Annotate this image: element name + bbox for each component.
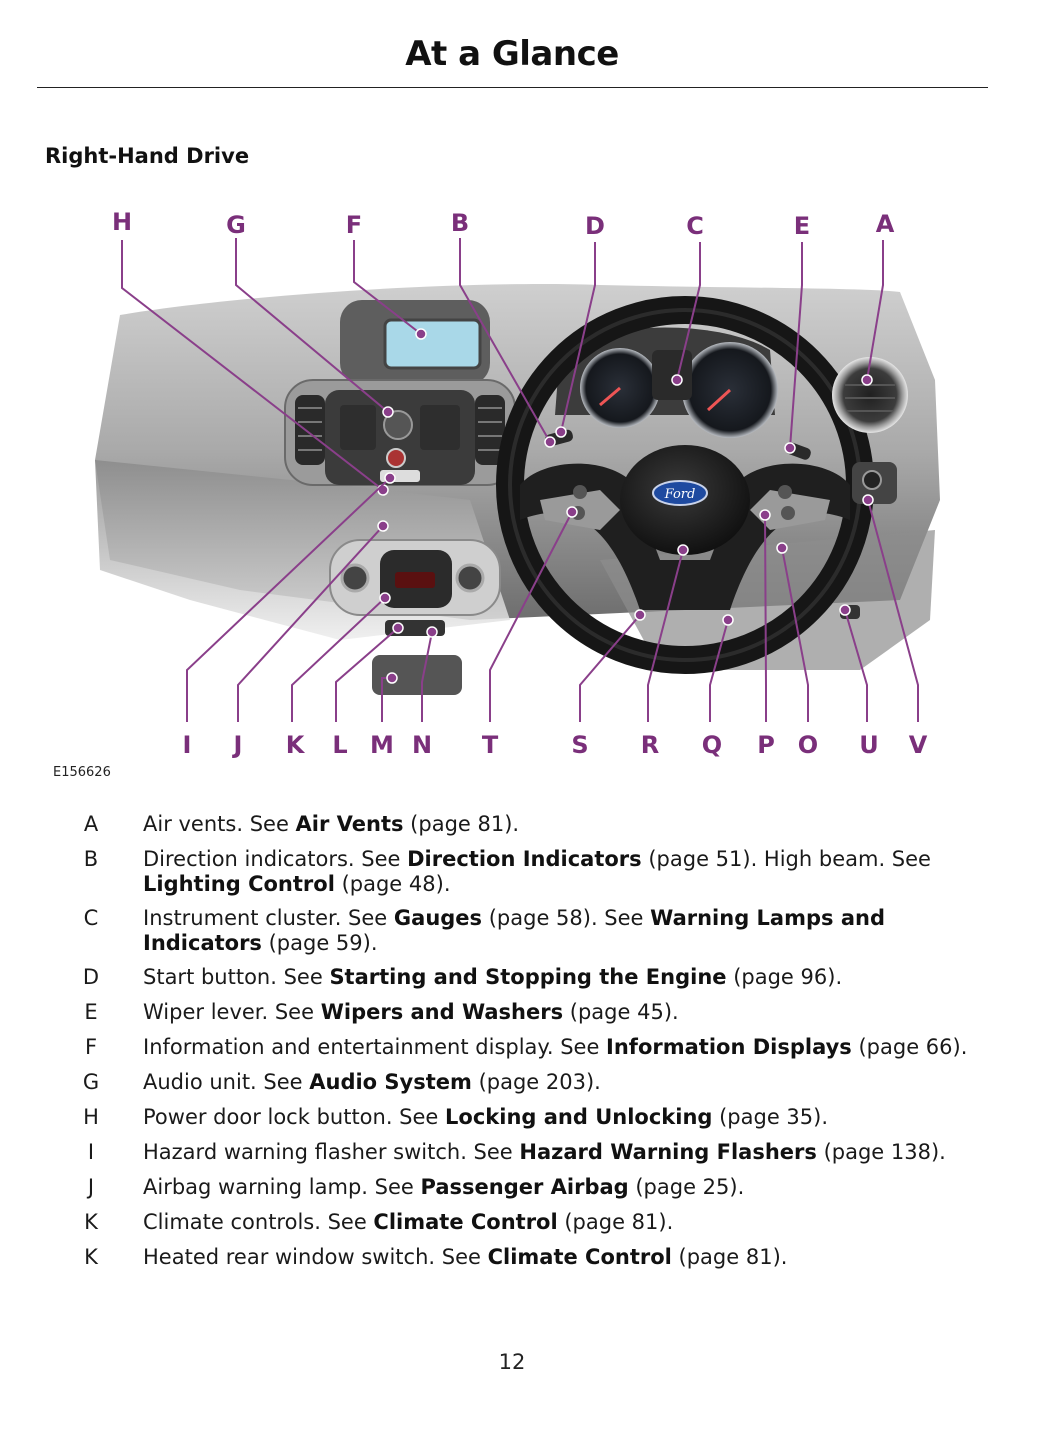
legend-letter: K <box>78 1210 104 1235</box>
callout-C: C <box>686 212 704 240</box>
cross-reference-link[interactable]: Information Displays <box>606 1035 852 1059</box>
cross-reference-link[interactable]: Climate Control <box>373 1210 557 1234</box>
legend-letter: B <box>78 847 104 872</box>
legend-letter: C <box>78 906 104 931</box>
description-text: Airbag warning lamp. See <box>143 1175 421 1199</box>
dashboard-svg: Ford <box>40 200 1000 760</box>
callout-N: N <box>412 731 432 759</box>
description-text: (page 138). <box>817 1140 946 1164</box>
cross-reference-link[interactable]: Lighting Control <box>143 872 335 896</box>
legend-description: Power door lock button. See Locking and … <box>143 1105 1003 1130</box>
legend-letter: F <box>78 1035 104 1060</box>
callout-I: I <box>183 731 192 759</box>
cross-reference-link[interactable]: Starting and Stopping the Engine <box>329 965 726 989</box>
ford-logo-text: Ford <box>664 487 696 502</box>
description-text: (page 96). <box>727 965 843 989</box>
legend-letter: G <box>78 1070 104 1095</box>
description-text: Wiper lever. See <box>143 1000 321 1024</box>
legend-letter: J <box>78 1175 104 1200</box>
callout-G: G <box>226 211 246 239</box>
callout-P: P <box>757 731 775 759</box>
cross-reference-link[interactable]: Locking and Unlocking <box>445 1105 712 1129</box>
description-text: (page 59). <box>262 931 378 955</box>
legend-letter: H <box>78 1105 104 1130</box>
callout-L: L <box>332 731 347 759</box>
cross-reference-link[interactable]: Passenger Airbag <box>421 1175 629 1199</box>
callout-H: H <box>112 208 132 236</box>
description-text: Air vents. See <box>143 812 296 836</box>
right-air-vent <box>832 357 908 433</box>
callout-D: D <box>585 212 605 240</box>
bottom-callout-labels: I J K L M N T S R Q P O U V <box>183 731 928 759</box>
legend-description: Wiper lever. See Wipers and Washers (pag… <box>143 1000 1003 1025</box>
cross-reference-link[interactable]: Audio System <box>309 1070 472 1094</box>
page-title: At a Glance <box>0 34 1024 74</box>
climate-display <box>395 572 435 588</box>
description-text: Instrument cluster. See <box>143 906 394 930</box>
description-text: (page 81). <box>558 1210 674 1234</box>
left-vent-slats <box>295 395 325 465</box>
callout-A: A <box>876 210 895 238</box>
cross-reference-link[interactable]: Climate Control <box>488 1245 672 1269</box>
description-text: Start button. See <box>143 965 329 989</box>
callout-E: E <box>794 212 810 240</box>
callout-T: T <box>482 731 499 759</box>
legend-description: Climate controls. See Climate Control (p… <box>143 1210 1003 1235</box>
legend-description: Audio unit. See Audio System (page 203). <box>143 1070 1003 1095</box>
description-text: (page 81). <box>672 1245 788 1269</box>
top-callout-labels: H G F B D C E A <box>112 208 895 240</box>
legend-letter: A <box>78 812 104 837</box>
description-text: Climate controls. See <box>143 1210 373 1234</box>
description-text: Direction indicators. See <box>143 847 407 871</box>
legend-description: Instrument cluster. See Gauges (page 58)… <box>143 906 1003 955</box>
cross-reference-link[interactable]: Wipers and Washers <box>321 1000 563 1024</box>
description-text: (page 51). High beam. See <box>642 847 931 871</box>
legend-letter: K <box>78 1245 104 1270</box>
legend-description: Direction indicators. See Direction Indi… <box>143 847 1003 896</box>
dashboard-illustration: Ford <box>40 200 1000 760</box>
description-text: (page 66). <box>852 1035 968 1059</box>
callout-F: F <box>346 211 362 239</box>
info-display-screen <box>385 320 480 368</box>
legend-description: Air vents. See Air Vents (page 81). <box>143 812 1003 837</box>
cross-reference-link[interactable]: Air Vents <box>296 812 404 836</box>
legend-description: Start button. See Starting and Stopping … <box>143 965 1003 990</box>
description-text: Information and entertainment display. S… <box>143 1035 606 1059</box>
callout-U: U <box>859 731 879 759</box>
description-text: (page 81). <box>404 812 520 836</box>
callout-R: R <box>641 731 659 759</box>
image-reference-code: E156626 <box>53 765 111 780</box>
description-text: (page 45). <box>563 1000 679 1024</box>
description-text: Heated rear window switch. See <box>143 1245 488 1269</box>
cross-reference-link[interactable]: Hazard Warning Flashers <box>519 1140 817 1164</box>
callout-S: S <box>571 731 588 759</box>
cross-reference-link[interactable]: Direction Indicators <box>407 847 642 871</box>
legend-description: Information and entertainment display. S… <box>143 1035 1003 1060</box>
callout-Q: Q <box>702 731 722 759</box>
legend-letter: I <box>78 1140 104 1165</box>
callout-M: M <box>370 731 394 759</box>
section-heading: Right-Hand Drive <box>45 144 249 168</box>
legend-description: Heated rear window switch. See Climate C… <box>143 1245 1003 1270</box>
legend-letter: E <box>78 1000 104 1025</box>
cross-reference-link[interactable]: Gauges <box>394 906 482 930</box>
description-text: Audio unit. See <box>143 1070 309 1094</box>
callout-V: V <box>909 731 928 759</box>
page-number: 12 <box>0 1350 1024 1374</box>
description-text: (page 58). See <box>482 906 650 930</box>
callout-O: O <box>798 731 818 759</box>
callout-B: B <box>451 209 469 237</box>
description-text: (page 25). <box>629 1175 745 1199</box>
legend-letter: D <box>78 965 104 990</box>
callout-K: K <box>286 731 306 759</box>
description-text: Hazard warning flasher switch. See <box>143 1140 519 1164</box>
description-text: (page 48). <box>335 872 451 896</box>
callout-J: J <box>232 731 243 759</box>
description-text: (page 35). <box>712 1105 828 1129</box>
description-text: Power door lock button. See <box>143 1105 445 1129</box>
legend-description: Hazard warning flasher switch. See Hazar… <box>143 1140 1003 1165</box>
legend-description: Airbag warning lamp. See Passenger Airba… <box>143 1175 1003 1200</box>
title-divider <box>37 87 988 88</box>
description-text: (page 203). <box>472 1070 601 1094</box>
